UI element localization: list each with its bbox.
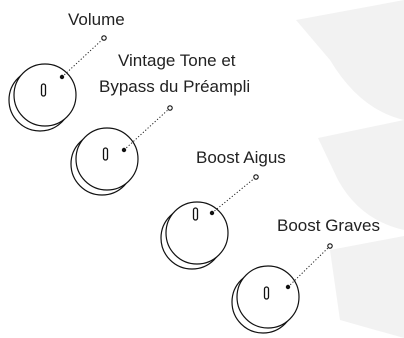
leader-end-dot bbox=[253, 174, 259, 180]
leader-line bbox=[123, 107, 171, 151]
leader-line bbox=[287, 245, 331, 288]
leader-end-dot bbox=[327, 243, 333, 249]
knob-volume: Volume bbox=[8, 10, 125, 132]
label-boost-aigus: Boost Aigus bbox=[196, 148, 286, 167]
label-vintage-tone-line2: Bypass du Préampli bbox=[99, 77, 250, 96]
leader-end-dot bbox=[101, 35, 107, 41]
label-volume: Volume bbox=[68, 10, 125, 29]
anchor-dot bbox=[121, 147, 127, 153]
anchor-dot bbox=[59, 74, 65, 80]
anchor-dot bbox=[285, 284, 291, 290]
leader-line bbox=[211, 176, 257, 214]
knob-boost-aigus: Boost Aigus bbox=[160, 148, 286, 270]
label-vintage-tone-line1: Vintage Tone et bbox=[118, 51, 236, 70]
label-boost-graves: Boost Graves bbox=[277, 216, 380, 235]
anchor-dot bbox=[209, 210, 215, 216]
knob-boost-graves: Boost Graves bbox=[231, 216, 380, 334]
background-watermark bbox=[296, 0, 404, 338]
leader-line bbox=[61, 37, 105, 78]
leader-end-dot bbox=[167, 105, 173, 111]
knob-vintage-tone: Vintage Tone et Bypass du Préampli bbox=[70, 51, 250, 196]
